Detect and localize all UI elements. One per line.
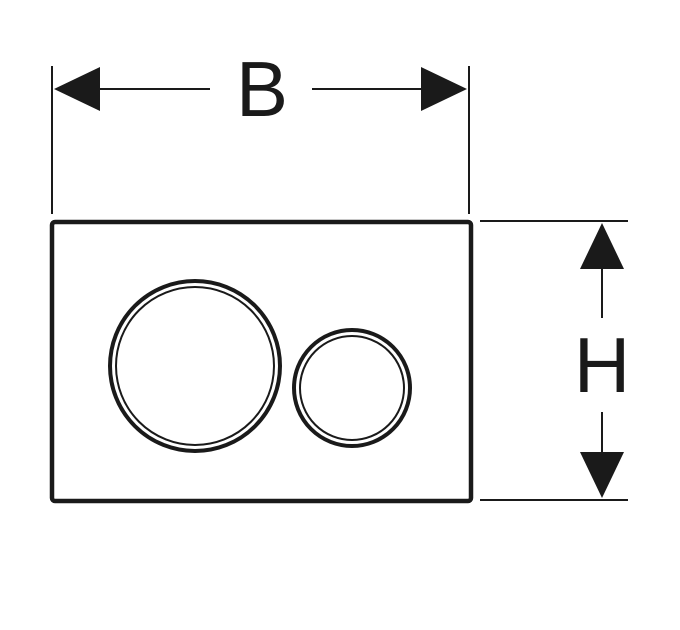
height-arrow-up-icon (580, 223, 624, 269)
flush-plate-outline (49, 219, 474, 504)
small-flush-button-outer-ring (292, 328, 412, 448)
small-flush-button-inner-ring (299, 335, 405, 441)
width-arrow-left-icon (54, 67, 100, 111)
large-flush-button-inner-ring (115, 286, 275, 446)
height-arrow-down-icon (580, 452, 624, 498)
large-flush-button-outer-ring (108, 279, 282, 453)
width-label: B (236, 45, 288, 133)
small-flush-button (292, 328, 412, 448)
height-label: H (574, 321, 630, 409)
height-dimension (480, 220, 628, 501)
width-dimension (51, 66, 470, 214)
large-flush-button (108, 279, 282, 453)
width-arrow-right-icon (421, 67, 467, 111)
